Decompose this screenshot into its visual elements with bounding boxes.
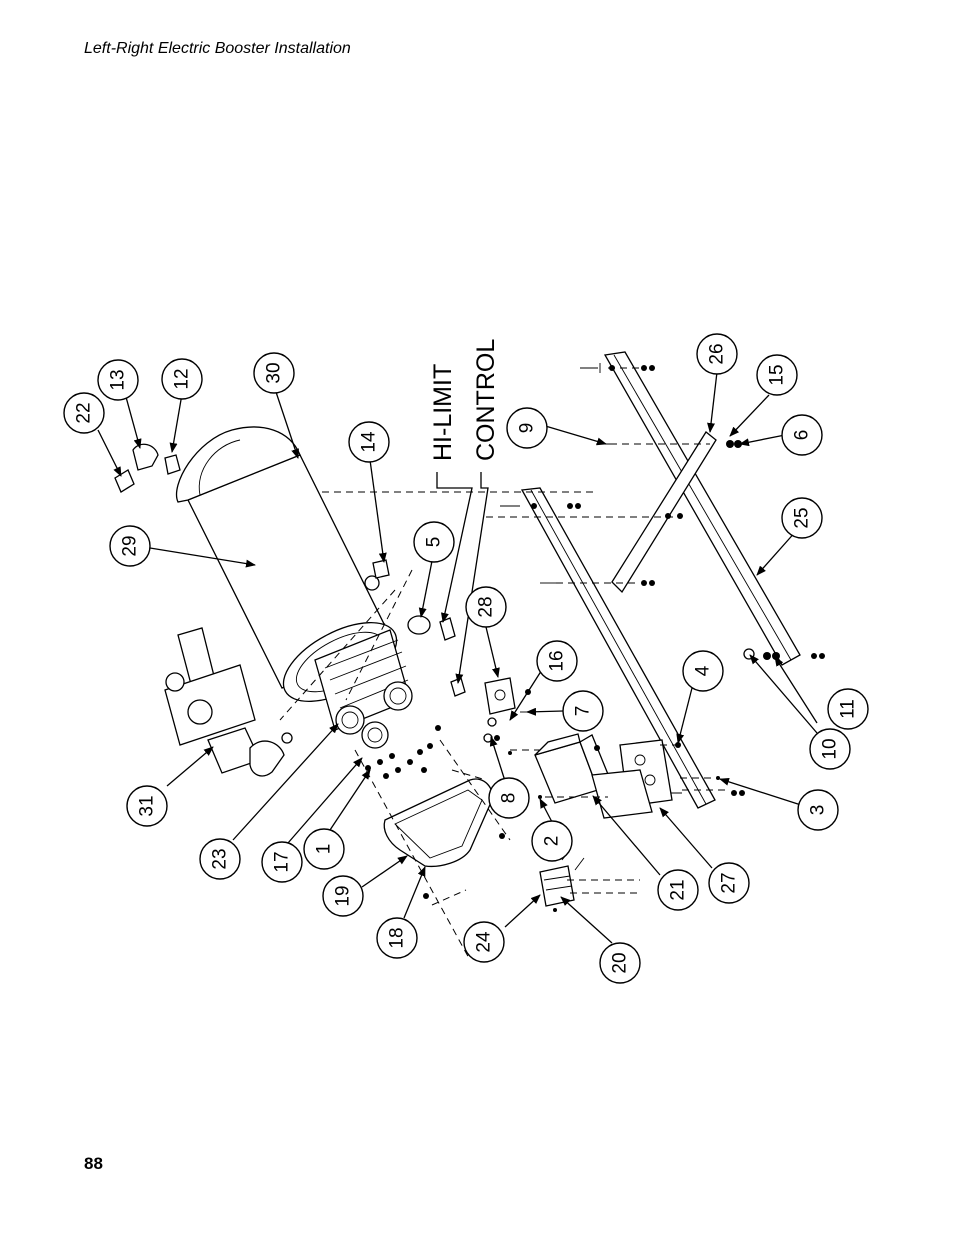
svg-text:8: 8 (499, 793, 520, 804)
callout-14: 14 (348, 421, 390, 463)
svg-text:11: 11 (838, 699, 859, 719)
callout-21: 21 (657, 869, 699, 911)
callout-16: 16 (536, 640, 578, 682)
callout-3: 3 (797, 789, 839, 831)
svg-text:23: 23 (210, 848, 231, 869)
callout-27: 27 (708, 862, 750, 904)
svg-text:10: 10 (820, 738, 841, 759)
hi-limit-label: HI-LIMIT (429, 364, 457, 461)
terminal-block (539, 849, 585, 912)
callout-31: 31 (126, 785, 168, 827)
svg-text:4: 4 (693, 665, 714, 676)
callout-9: 9 (506, 407, 548, 449)
tank-body (175, 426, 398, 703)
parts-artwork (114, 351, 825, 961)
svg-text:20: 20 (610, 952, 631, 973)
svg-text:7: 7 (573, 706, 594, 717)
callout-8: 8 (488, 777, 530, 819)
svg-text:15: 15 (767, 364, 788, 385)
callout-11: 11 (827, 688, 869, 730)
assembly-dash-lines (279, 367, 730, 961)
callouts: 22 13 12 30 14 29 5 28 16 7 8 9 26 15 6 … (63, 333, 869, 984)
callout-24: 24 (463, 921, 505, 963)
svg-text:28: 28 (476, 596, 497, 617)
callout-20: 20 (599, 942, 641, 984)
callout-1: 1 (303, 828, 345, 870)
svg-text:21: 21 (668, 879, 689, 900)
callout-4: 4 (682, 650, 724, 692)
page-header: Left-Right Electric Booster Installation (84, 40, 351, 57)
callout-19: 19 (322, 875, 364, 917)
svg-text:3: 3 (808, 805, 829, 816)
leader-lines (97, 371, 824, 944)
svg-text:2: 2 (542, 836, 563, 847)
part-5 (407, 615, 431, 635)
heating-elements (314, 629, 413, 749)
callout-18: 18 (376, 917, 418, 959)
svg-text:5: 5 (424, 537, 445, 548)
callout-26: 26 (696, 333, 738, 375)
element-hardware (365, 725, 505, 899)
svg-text:17: 17 (272, 851, 293, 872)
hi-limit-sensor (439, 617, 456, 641)
callout-7: 7 (562, 690, 604, 732)
callout-6: 6 (781, 414, 823, 456)
part-14 (372, 559, 390, 579)
fittings (114, 443, 181, 493)
svg-text:24: 24 (474, 931, 495, 953)
rail-hardware (500, 363, 825, 796)
svg-text:16: 16 (547, 650, 568, 671)
svg-text:27: 27 (719, 872, 740, 893)
svg-text:25: 25 (792, 507, 813, 528)
svg-text:9: 9 (517, 423, 538, 434)
callout-22: 22 (63, 392, 105, 434)
valve-assembly (164, 627, 293, 777)
svg-text:18: 18 (387, 927, 408, 948)
svg-text:1: 1 (314, 844, 335, 855)
callout-17: 17 (261, 841, 303, 883)
callout-28: 28 (465, 586, 507, 628)
svg-text:14: 14 (359, 431, 380, 453)
callout-25: 25 (781, 497, 823, 539)
svg-text:19: 19 (333, 885, 354, 906)
callout-13: 13 (97, 359, 139, 401)
svg-text:13: 13 (108, 369, 129, 390)
svg-text:29: 29 (120, 535, 141, 556)
callout-10: 10 (809, 728, 851, 770)
svg-text:26: 26 (707, 343, 728, 364)
callout-29: 29 (109, 525, 151, 567)
callout-12: 12 (161, 358, 203, 400)
callout-2: 2 (531, 820, 573, 862)
element-cover (383, 778, 494, 868)
bracket-assembly (483, 677, 535, 743)
svg-text:6: 6 (792, 430, 813, 441)
callout-23: 23 (199, 838, 241, 880)
callout-15: 15 (756, 354, 798, 396)
mounting-rails (520, 351, 801, 809)
page-number: 88 (84, 1154, 103, 1173)
svg-text:31: 31 (137, 795, 158, 816)
callout-30: 30 (253, 352, 295, 394)
svg-text:22: 22 (74, 402, 95, 423)
junction-box (508, 733, 673, 819)
svg-text:30: 30 (264, 362, 285, 383)
control-label: CONTROL (472, 339, 500, 461)
callout-5: 5 (413, 521, 455, 563)
svg-text:12: 12 (172, 368, 193, 389)
